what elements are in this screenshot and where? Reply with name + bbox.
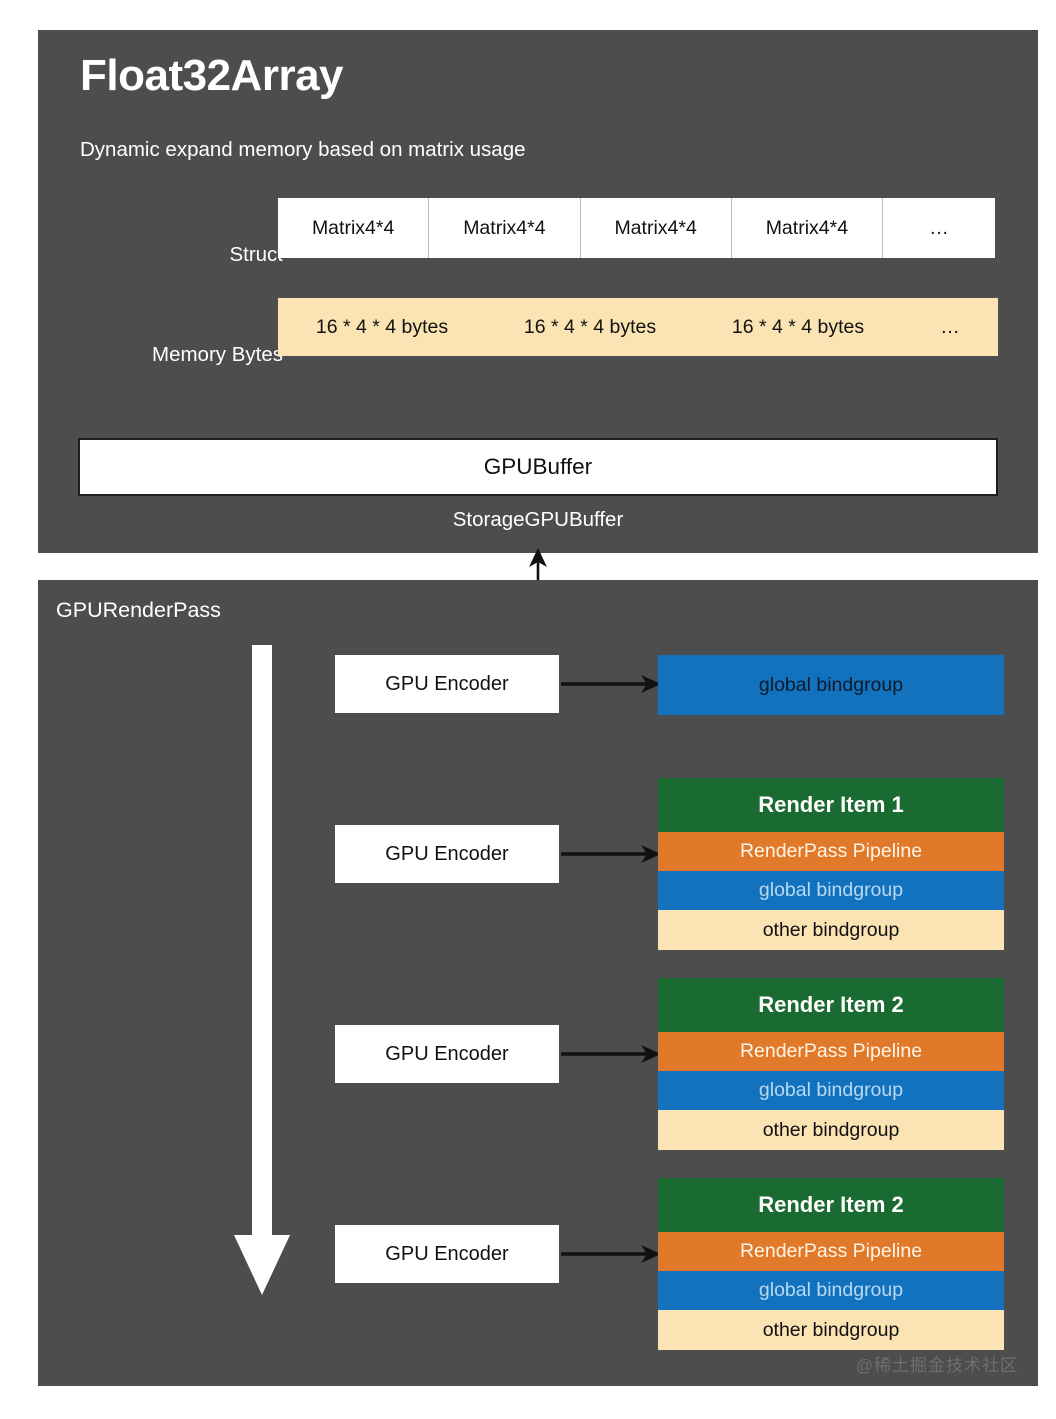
gpu-encoder-box: GPU Encoder [335, 1025, 559, 1083]
gpurenderpass-panel: GPURenderPass GPU Encoder global bindgro… [38, 580, 1038, 1386]
watermark: @稀土掘金技术社区 [855, 1356, 1018, 1375]
render-item-title: Render Item 2 [658, 978, 1004, 1032]
global-bindgroup-row: global bindgroup [658, 871, 1004, 910]
global-bindgroup-box: global bindgroup [658, 655, 1004, 715]
memory-cell-ellipsis: … [940, 315, 960, 338]
render-item-card: Render Item 2 RenderPass Pipeline global… [658, 1178, 1004, 1350]
struct-cell: Matrix4*4 [581, 198, 732, 258]
struct-row: Matrix4*4 Matrix4*4 Matrix4*4 Matrix4*4 … [278, 198, 995, 258]
struct-cell: Matrix4*4 [732, 198, 883, 258]
memory-bytes-row-label: Memory Bytes [152, 343, 283, 366]
encoder-arrow-icon [561, 845, 661, 863]
memory-cell: 16 * 4 * 4 bytes [731, 315, 865, 338]
memory-bytes-row: 16 * 4 * 4 bytes 16 * 4 * 4 bytes 16 * 4… [278, 298, 998, 356]
gpu-encoder-box: GPU Encoder [335, 655, 559, 713]
struct-cell-ellipsis: … [929, 216, 949, 239]
encoder-arrow-icon [561, 1045, 661, 1063]
memory-cell: 16 * 4 * 4 bytes [315, 315, 449, 338]
page-title: Float32Array [80, 51, 344, 100]
renderpass-pipeline-row: RenderPass Pipeline [658, 832, 1004, 871]
memory-cell: 16 * 4 * 4 bytes [523, 315, 657, 338]
global-bindgroup-row: global bindgroup [658, 1071, 1004, 1110]
struct-cell: Matrix4*4 [278, 198, 430, 258]
float32array-panel: Float32Array Dynamic expand memory based… [38, 30, 1038, 553]
gpurenderpass-label: GPURenderPass [56, 598, 221, 622]
render-item-title: Render Item 2 [658, 1178, 1004, 1232]
encoder-arrow-icon [561, 675, 661, 693]
flow-down-arrow-icon [234, 645, 290, 1295]
renderpass-pipeline-row: RenderPass Pipeline [658, 1232, 1004, 1271]
encoder-arrow-icon [561, 1245, 661, 1263]
render-item-title: Render Item 1 [658, 778, 1004, 832]
renderpass-pipeline-row: RenderPass Pipeline [658, 1032, 1004, 1071]
gpubuffer-box: GPUBuffer [78, 438, 998, 496]
other-bindgroup-row: other bindgroup [658, 910, 1004, 950]
render-item-card: Render Item 1 RenderPass Pipeline global… [658, 778, 1004, 950]
struct-row-label: Struct [229, 243, 283, 266]
gpu-encoder-box: GPU Encoder [335, 825, 559, 883]
other-bindgroup-row: other bindgroup [658, 1310, 1004, 1350]
storage-gpubuffer-label: StorageGPUBuffer [452, 508, 624, 531]
global-bindgroup-row: global bindgroup [658, 1271, 1004, 1310]
other-bindgroup-row: other bindgroup [658, 1110, 1004, 1150]
gpu-encoder-box: GPU Encoder [335, 1225, 559, 1283]
render-item-card: Render Item 2 RenderPass Pipeline global… [658, 978, 1004, 1150]
panel-subtitle: Dynamic expand memory based on matrix us… [80, 138, 526, 161]
struct-cell: Matrix4*4 [429, 198, 581, 258]
